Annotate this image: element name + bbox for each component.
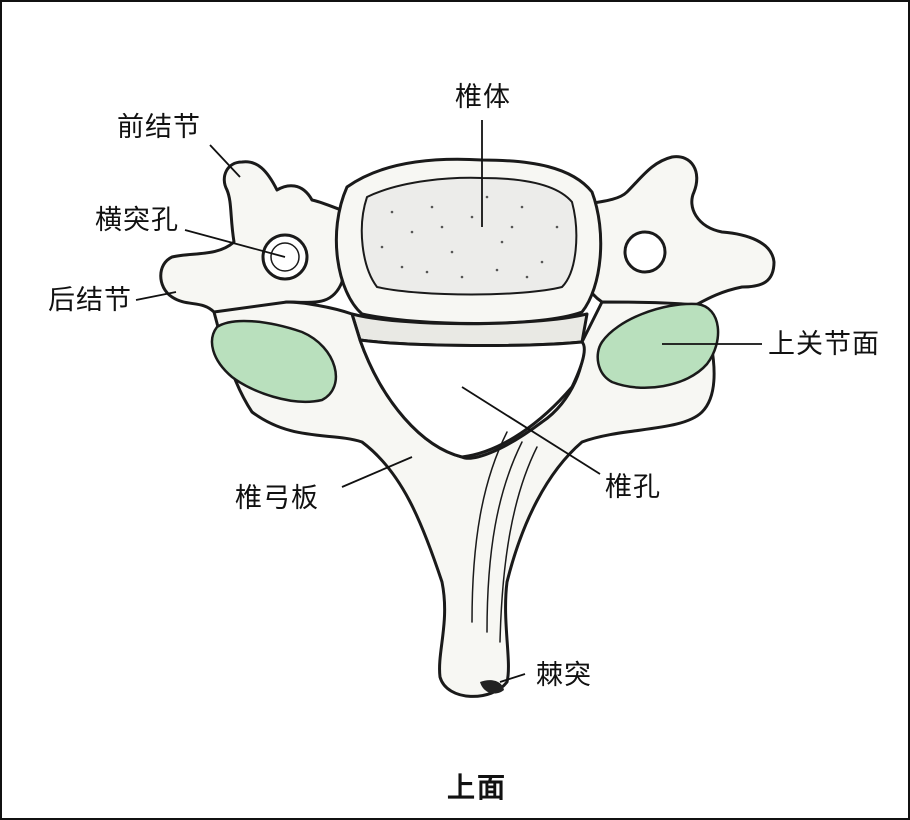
leader-lines [135, 120, 762, 683]
figure-caption: 上面 [447, 771, 508, 804]
right-transverse-process [570, 155, 776, 309]
label-vertebral-body: 椎体 [455, 82, 511, 113]
label-anterior-tubercle: 前结节 [117, 112, 201, 143]
right-superior-articular-surface [596, 302, 720, 389]
label-superior-articular-surface: 上关节面 [768, 329, 880, 360]
label-posterior-tubercle: 后结节 [48, 285, 132, 316]
right-transverse-foramen [623, 230, 667, 274]
left-transverse-process [159, 160, 349, 317]
label-transverse-foramen: 横突孔 [95, 205, 179, 236]
left-superior-articular-surface [210, 319, 338, 403]
label-lamina: 椎弓板 [235, 483, 319, 514]
label-vertebral-foramen: 椎孔 [605, 472, 661, 503]
label-spinous-process: 棘突 [536, 660, 592, 691]
cancellous-bone-dots [380, 195, 559, 279]
